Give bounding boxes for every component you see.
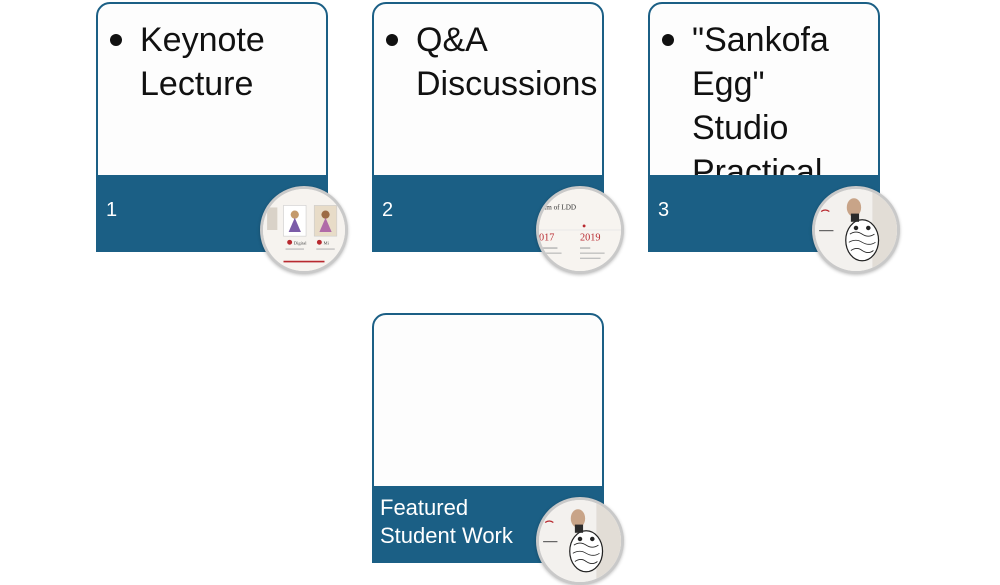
year-a: 017 xyxy=(539,232,554,243)
card-number-band: 2 aim of LDD 017 2019 xyxy=(372,175,624,274)
featured-band: Featured Student Work xyxy=(372,486,624,585)
slides-thumbnail-image: Digital Mi xyxy=(263,189,345,271)
sankofa-egg-image xyxy=(539,500,621,582)
timeline-thumbnail[interactable]: aim of LDD 017 2019 xyxy=(536,186,624,274)
card-title: "Sankofa Egg" Studio Practical xyxy=(692,21,829,191)
card-content xyxy=(374,315,602,490)
slides-thumbnail[interactable]: Digital Mi xyxy=(260,186,348,274)
card-qa-discussions[interactable]: Q&A Discussions 2 aim of LDD 017 2019 xyxy=(372,2,624,274)
bullet-item: Keynote Lecture xyxy=(110,18,318,106)
tile-a-label: Digital xyxy=(294,240,308,245)
bullet-dot-icon xyxy=(110,34,122,46)
card-number: 1 xyxy=(106,199,118,221)
sankofa-egg-thumbnail[interactable] xyxy=(812,186,900,274)
card-content: Keynote Lecture xyxy=(98,4,326,179)
year-b: 2019 xyxy=(580,232,601,243)
bullet-item: "Sankofa Egg" Studio Practical xyxy=(662,18,870,194)
card-featured-student-work[interactable]: Featured Student Work xyxy=(372,313,624,585)
featured-label: Featured Student Work xyxy=(380,495,513,548)
bullet-item: Q&A Discussions xyxy=(386,18,598,106)
timeline-title: aim of LDD xyxy=(541,204,576,212)
tile-b-label: Mi xyxy=(323,240,329,245)
sankofa-egg-thumbnail[interactable] xyxy=(536,497,624,585)
card-title: Q&A Discussions xyxy=(416,21,598,103)
sankofa-egg-image xyxy=(815,189,897,271)
card-number-band: 1 Digital Mi xyxy=(96,175,348,274)
card-number-band: 3 xyxy=(648,175,900,274)
card-sankofa-egg-studio[interactable]: "Sankofa Egg" Studio Practical 3 xyxy=(648,2,900,274)
card-number: 2 xyxy=(382,199,394,221)
bullet-dot-icon xyxy=(662,34,674,46)
card-content: "Sankofa Egg" Studio Practical xyxy=(650,4,878,191)
card-title: Keynote Lecture xyxy=(140,21,265,103)
bullet-dot-icon xyxy=(386,34,398,46)
card-content: Q&A Discussions xyxy=(374,4,602,179)
timeline-thumbnail-image: aim of LDD 017 2019 xyxy=(539,189,621,271)
card-number: 3 xyxy=(658,199,670,221)
card-keynote-lecture[interactable]: Keynote Lecture 1 Digital Mi xyxy=(96,2,348,274)
